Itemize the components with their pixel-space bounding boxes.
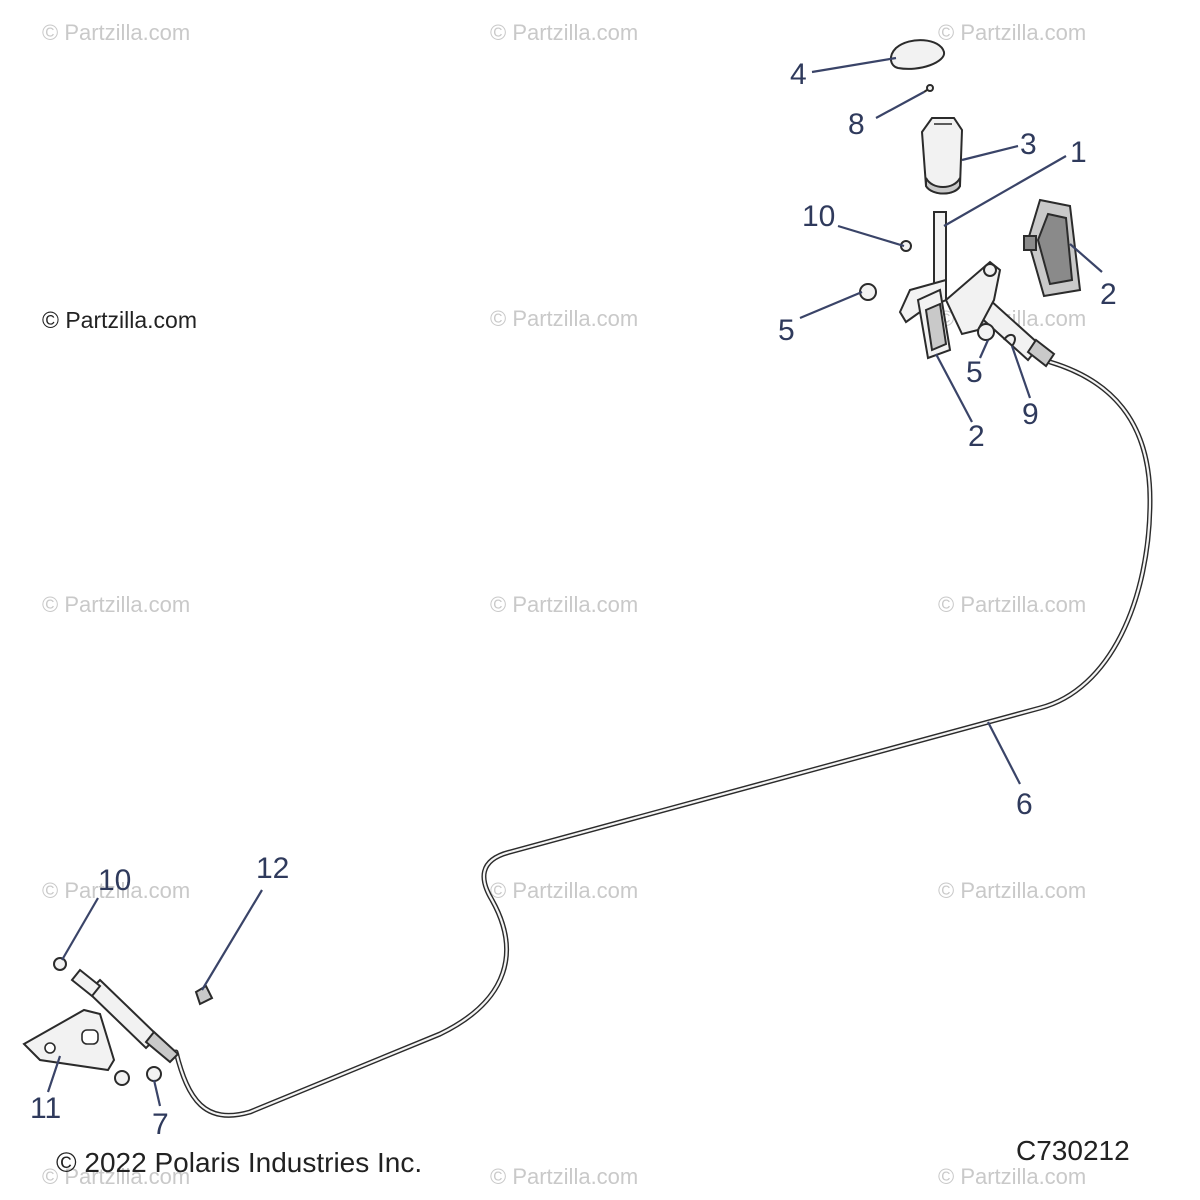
callout-10-upper: 10: [802, 200, 835, 233]
watermark: © Partzilla.com: [42, 878, 190, 903]
callout-3: 3: [1020, 128, 1037, 161]
watermark: © Partzilla.com: [490, 1164, 638, 1189]
callout-1: 1: [1070, 136, 1087, 169]
callout-11: 11: [30, 1092, 61, 1125]
callout-10-lower: 10: [98, 864, 131, 897]
bushing: [859, 283, 877, 301]
shift-boot: [1023, 198, 1082, 298]
diagram-code: C730212: [1016, 1135, 1130, 1166]
shift-cable: [173, 359, 1153, 1118]
pin: [923, 84, 934, 93]
push-rivet: [114, 1070, 130, 1086]
callout-12: 12: [256, 852, 289, 885]
bushing: [977, 323, 995, 341]
callouts: 1 2 2 3 4 5 5 6 7 8 9 10 10 11 12: [30, 58, 1117, 1141]
callout-5-right: 5: [966, 356, 983, 389]
retaining-clip: [1003, 333, 1016, 347]
watermark: © Partzilla.com: [938, 1164, 1086, 1189]
callout-7: 7: [152, 1108, 169, 1141]
callout-6: 6: [1016, 788, 1033, 821]
callout-4: 4: [790, 58, 807, 91]
shift-knob: [920, 117, 964, 195]
watermark: © Partzilla.com: [938, 592, 1086, 617]
leader-lines: [46, 56, 1103, 1107]
callout-9: 9: [1022, 398, 1039, 431]
watermark-grid: © Partzilla.com © Partzilla.com © Partzi…: [42, 20, 1086, 1189]
watermark: © Partzilla.com: [938, 878, 1086, 903]
mounting-bracket: [22, 1008, 116, 1072]
watermark: © Partzilla.com: [42, 592, 190, 617]
watermark: © Partzilla.com: [490, 20, 638, 45]
knob-cap: [890, 39, 945, 70]
shifter-bracket: [916, 260, 1002, 360]
nut: [53, 957, 67, 971]
watermark: © Partzilla.com: [938, 20, 1086, 45]
site-note: © Partzilla.com: [42, 307, 197, 333]
callout-2-lower: 2: [968, 420, 985, 453]
callout-8: 8: [848, 108, 865, 141]
copyright: © 2022 Polaris Industries Inc.: [56, 1147, 422, 1178]
watermark: © Partzilla.com: [490, 306, 638, 331]
callout-2-upper: 2: [1100, 278, 1117, 311]
watermark: © Partzilla.com: [490, 592, 638, 617]
watermark: © Partzilla.com: [42, 1164, 190, 1189]
cable-end-upper: [976, 298, 1056, 368]
push-rivet: [146, 1066, 162, 1082]
watermark: © Partzilla.com: [42, 20, 190, 45]
watermark: © Partzilla.com: [490, 878, 638, 903]
cable-end-lower: [70, 968, 180, 1064]
callout-5-left: 5: [778, 314, 795, 347]
